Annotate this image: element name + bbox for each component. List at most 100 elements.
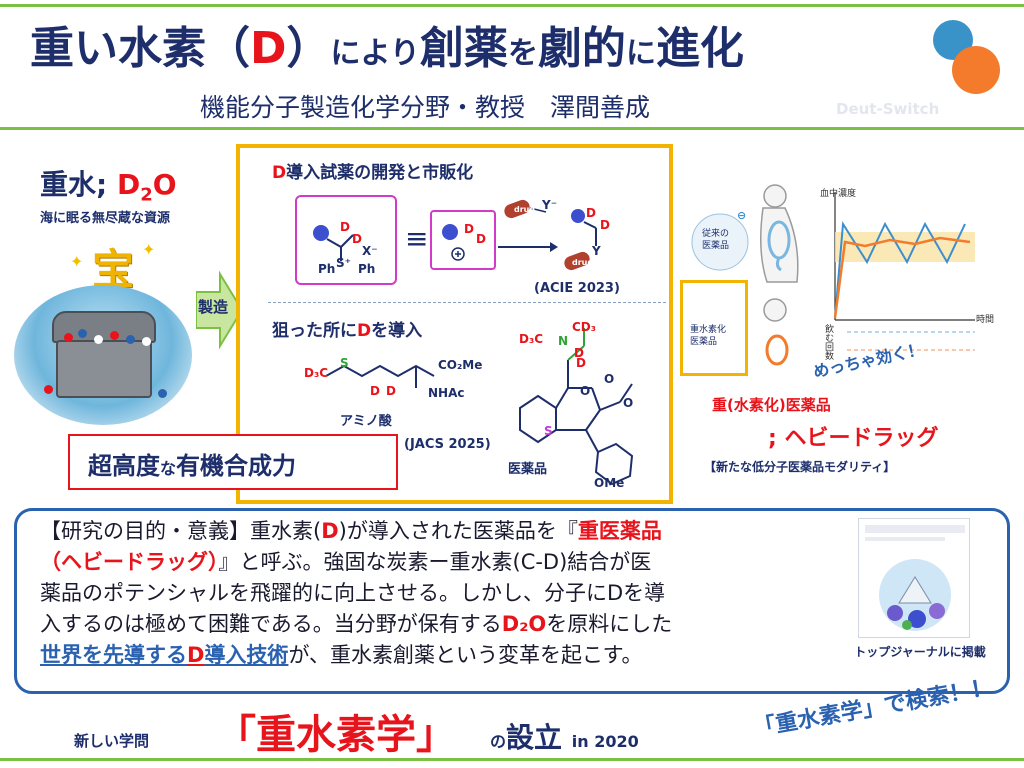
manufacture-label: 製造 — [198, 298, 229, 316]
sparkle-icon: ✦ — [70, 252, 84, 271]
d-atom-label: D — [586, 206, 596, 220]
journal-cover-image — [858, 518, 970, 638]
purpose-l4-b: を原料にした — [546, 612, 673, 636]
ph-label: Ph — [318, 262, 336, 276]
gem-icon — [44, 385, 53, 394]
research-purpose-box — [14, 508, 1010, 694]
gem-icon — [78, 329, 87, 338]
purpose-l1-c: 重医薬品 — [577, 519, 662, 543]
axis-y-label: 血中濃度 — [820, 189, 857, 199]
x-minus-label: X⁻ — [362, 244, 378, 258]
purpose-l5-b: 導入技術 — [204, 643, 289, 667]
established-a: の — [490, 732, 507, 751]
drug-tag-label: drug — [514, 205, 536, 214]
svg-text:⊖: ⊖ — [737, 209, 746, 222]
title-part-3: により — [330, 36, 420, 71]
drug-label: 医薬品 — [508, 462, 548, 477]
heavy-drug-name: ; ヘビードラッグ — [768, 426, 939, 451]
y-minus-label: Y⁻ — [542, 198, 558, 212]
page-title: 重い水素（D）により創薬を劇的に進化 — [30, 12, 930, 76]
new-discipline-label: 新しい学問 — [74, 732, 150, 750]
gem-icon — [142, 337, 151, 346]
y-label: Y — [592, 244, 601, 258]
drug-tag-label: drug — [572, 258, 594, 267]
discipline-name: 「重水素学」 — [216, 712, 456, 758]
drug-coupling-drawing — [504, 199, 597, 271]
established-label: の設立 in 2020 — [490, 716, 639, 756]
section-divider — [268, 302, 666, 303]
purpose-l5-a: 世界を先導する — [40, 643, 187, 667]
chest-body-icon — [56, 340, 152, 398]
jacs-reference: (JACS 2025) — [404, 437, 491, 452]
ome-label: OMe — [594, 476, 625, 490]
watermark: Deut-Switch — [836, 100, 940, 118]
targeted-title-d: D — [357, 321, 372, 341]
d-atom-label: D — [574, 346, 584, 360]
title-part-1: 重い水素（ — [30, 23, 250, 74]
title-part-5: を — [507, 36, 538, 71]
title-part-4: 創薬 — [419, 23, 508, 74]
d-atom-label: D — [576, 356, 586, 370]
synthesis-b: な — [160, 459, 177, 478]
synthesis-capability-box: 超高度な有機合成力 — [68, 434, 398, 490]
purpose-line-2: （ヘビードラッグ）』と呼ぶ。強固な炭素ー重水素(C-D)結合が医 — [40, 549, 651, 575]
s-plus-label: S⁺ — [336, 256, 351, 270]
n-atom-label: N — [558, 334, 569, 348]
purpose-line-5: 世界を先導するD導入技術が、重水素創薬という変革を起こす。 — [40, 642, 643, 668]
d-atom-label: D — [386, 384, 396, 398]
purpose-l4-a: 入するのは極めて困難である。当分野が保有する — [40, 612, 502, 636]
d2o-o: O — [152, 168, 177, 201]
sulfonium-structure-drawing — [313, 225, 354, 261]
purpose-l4-d2o: D₂O — [501, 612, 547, 636]
conventional-drug-label-b: 医薬品 — [702, 241, 730, 251]
d3c-label: D₃C — [519, 332, 544, 346]
ph-label: Ph — [358, 262, 376, 276]
purpose-l1-d: D — [321, 519, 339, 543]
targeted-title-b: を導入 — [371, 321, 423, 341]
reagent-title-text: 導入試薬の開発と市販化 — [286, 163, 474, 183]
heavy-drug-highlight-box — [680, 280, 748, 376]
s-atom-label: S — [544, 424, 553, 438]
gem-icon — [64, 333, 73, 342]
purpose-l1-b: )が導入された医薬品を『 — [338, 519, 578, 543]
d-atom-label: D — [476, 232, 486, 246]
purpose-line-3: 薬品のポテンシャルを飛躍的に向上させる。しかし、分子にDを導 — [40, 581, 666, 605]
purpose-l5-d: D — [187, 643, 205, 667]
d2o-d: D — [116, 168, 141, 201]
purpose-l5-c: が、重水素創薬という変革を起こす。 — [288, 643, 643, 667]
d-atom-label: D — [600, 218, 610, 232]
purpose-l2-a: （ヘビードラッグ） — [40, 550, 219, 574]
amino-acid-structure — [325, 364, 435, 388]
title-part-2: ） — [286, 23, 331, 74]
reagent-title-d: D — [272, 163, 287, 183]
d-atom-label: D — [370, 384, 380, 398]
header-bottom-rule — [0, 127, 1024, 130]
co2me-label: CO₂Me — [438, 358, 483, 372]
reaction-arrow-icon — [498, 242, 558, 252]
d-atom-label: D — [352, 232, 362, 246]
title-part-6: 劇的 — [537, 23, 626, 74]
purpose-l1-a: 【研究の目的・意義】重水素( — [40, 519, 322, 543]
purpose-l2-b: 』と呼ぶ。強固な炭素ー重水素(C-D)結合が医 — [218, 550, 652, 574]
synthesis-c: 有機合成力 — [176, 452, 297, 480]
drug-structure — [519, 328, 634, 486]
targeted-title-a: 狙った所に — [272, 321, 357, 341]
nhac-label: NHAc — [428, 386, 465, 400]
gem-icon — [94, 335, 103, 344]
author-subtitle: 機能分子製造化学分野・教授 澤間善成 — [200, 93, 651, 122]
synthesis-a: 超高度 — [88, 452, 160, 480]
gem-icon — [158, 389, 167, 398]
targeted-section-title: 狙った所にDを導入 — [272, 316, 422, 341]
o-atom-label: O — [623, 396, 634, 410]
title-part-d: D — [250, 23, 287, 74]
established-c: in 2020 — [571, 732, 639, 751]
title-part-7: に — [625, 36, 656, 71]
sulfonium-reagent-structure — [295, 195, 397, 285]
d2o-prefix: 重水; — [40, 168, 117, 201]
heavy-drug-small-label-b: 医薬品 — [690, 337, 718, 347]
d-atom-label: D — [340, 220, 350, 234]
d2o-sub: 2 — [140, 184, 153, 206]
d2o-heading: 重水; D2O — [40, 163, 177, 206]
header-top-rule — [0, 4, 1024, 7]
reagent-section-title: D導入試薬の開発と市販化 — [272, 158, 473, 183]
